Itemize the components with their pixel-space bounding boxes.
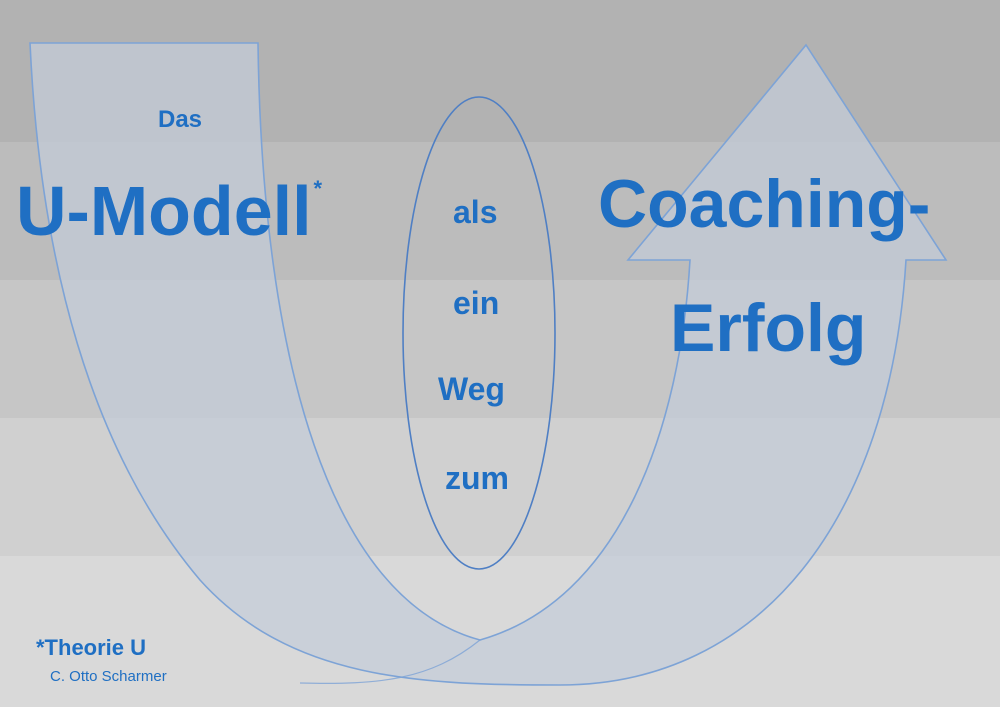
title-u-modell-text: U-Modell	[16, 172, 312, 250]
target-erfolg: Erfolg	[670, 290, 867, 366]
ellipse-word-zum: zum	[445, 460, 509, 496]
center-ellipse	[402, 96, 556, 570]
ellipse-word-als: als	[453, 194, 498, 230]
target-coaching: Coaching-	[598, 166, 931, 242]
footnote-author: C. Otto Scharmer	[50, 668, 167, 685]
ellipse-word-ein: ein	[453, 285, 500, 321]
title-asterisk: *	[313, 176, 323, 201]
u-arrow	[29, 42, 948, 686]
title-u-modell: U-Modell*	[16, 176, 322, 246]
ellipse-word-weg: Weg	[438, 371, 505, 407]
title-das: Das	[158, 106, 203, 133]
footnote-label: *Theorie U	[36, 635, 147, 660]
u-fold-line	[299, 639, 481, 684]
